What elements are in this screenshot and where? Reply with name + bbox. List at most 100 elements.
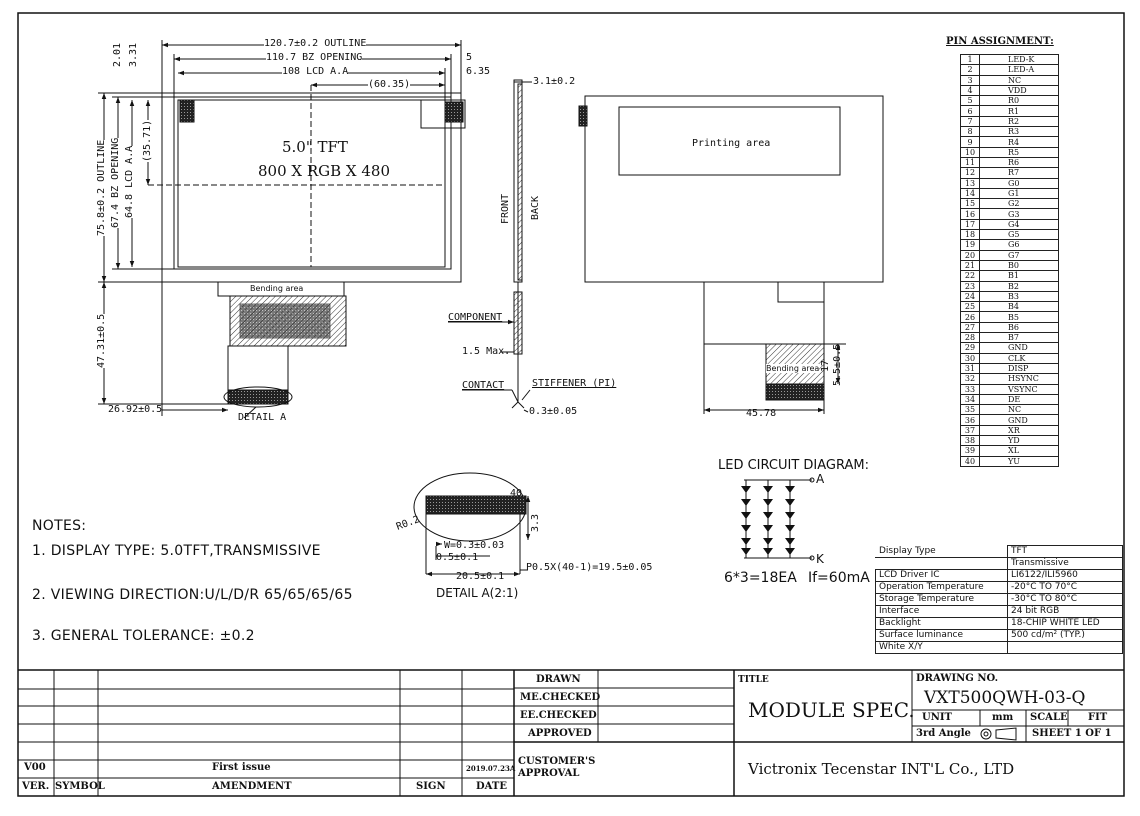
detail-a-view — [413, 472, 531, 577]
pin-signal: HSYNC — [979, 373, 1059, 385]
outline-width-dim: 120.7±0.2 OUTLINE — [264, 38, 367, 49]
unit-value: mm — [992, 712, 1014, 723]
header-sign: SIGN — [416, 781, 446, 792]
pin-signal: G2 — [979, 198, 1059, 210]
pin-signal: XL — [979, 445, 1059, 457]
spec-key: Operation Temperature — [875, 581, 1008, 594]
pin-signal: VSYNC — [979, 383, 1059, 395]
spec-key: Interface — [875, 605, 1008, 618]
pin-signal: R3 — [979, 126, 1059, 138]
approved-label: APPROVED — [528, 728, 592, 739]
display-resolution: 800 X RGB X 480 — [258, 162, 390, 180]
back-label: BACK — [530, 195, 541, 220]
component-label: COMPONENT — [448, 312, 503, 323]
dim-5: 5 — [466, 52, 473, 63]
drawn-label: DRAWN — [536, 674, 581, 685]
detail-a-label: DETAIL A — [238, 412, 287, 423]
pin-number: 3 — [960, 74, 980, 86]
customer-approval-label: CUSTOMER'S APPROVAL — [518, 756, 596, 779]
revision-version: V00 — [24, 762, 46, 773]
pin-number: 34 — [960, 393, 980, 406]
pin-signal: LED-A — [979, 64, 1059, 76]
pin-assignment-title: PIN ASSIGNMENT: — [946, 36, 1054, 47]
pin-signal: GND — [979, 414, 1059, 426]
pin-signal: R4 — [979, 136, 1059, 148]
front-bending-area: Bending area — [250, 284, 304, 293]
pin-signal: YD — [979, 434, 1059, 447]
spec-key: LCD Driver IC — [875, 569, 1008, 582]
pin-width-dim: W=0.3±0.03 — [444, 540, 505, 551]
pin-number: 15 — [960, 198, 980, 210]
pin-signal: NC — [979, 74, 1059, 86]
bz-width-dim: 110.7 BZ OPENING — [266, 52, 363, 63]
thickness-dim: 3.1±0.2 — [533, 76, 576, 87]
pin-signal: YU — [979, 455, 1059, 467]
title-label: TITLE — [738, 675, 769, 685]
pin-number: 25 — [960, 301, 980, 313]
pin-signal: G5 — [979, 229, 1059, 241]
pin-number: 6 — [960, 105, 980, 117]
pin-number: 22 — [960, 270, 980, 282]
dim-6-35: 6.35 — [466, 66, 491, 77]
pin-number: 40 — [960, 455, 980, 467]
spec-row: Transmissive — [875, 557, 1123, 570]
pin-number: 17 — [960, 218, 980, 231]
pin-number: 32 — [960, 373, 980, 385]
pin-number: 14 — [960, 187, 980, 200]
spec-value: LI6122/ILI5960 — [1007, 569, 1123, 582]
pin-number: 23 — [960, 280, 980, 292]
spec-key: Backlight — [875, 617, 1008, 630]
spec-key: Surface luminance — [875, 629, 1008, 642]
spec-value: 500 cd/m² (TYP.) — [1007, 629, 1123, 642]
header-date: DATE — [476, 781, 507, 792]
pin-number: 12 — [960, 167, 980, 179]
pin-signal: LED-K — [979, 53, 1059, 66]
pin-number: 11 — [960, 156, 980, 169]
unit-label: UNIT — [922, 712, 952, 723]
pin-signal: DE — [979, 393, 1059, 406]
pin-number: 28 — [960, 332, 980, 344]
max-label: 1.5 Max. — [462, 346, 511, 357]
pin-number: 16 — [960, 208, 980, 220]
pin-number: 33 — [960, 383, 980, 395]
spec-row: White X/Y — [875, 641, 1123, 654]
back-bending-area: Bending area — [766, 364, 820, 373]
dim-3-31: 3.31 — [128, 42, 139, 67]
lcd-width-dim: 108 LCD A.A — [282, 66, 349, 77]
led-circuit-diagram — [741, 477, 815, 561]
display-size: 5.0" TFT — [282, 138, 348, 156]
revision-date: 2019.07.23A — [466, 764, 516, 773]
offset-height-dim: (35.71) — [142, 119, 153, 162]
stiffener-thickness-dim: 0.3±0.05 — [529, 406, 578, 417]
pin-signal: XR — [979, 424, 1059, 436]
spec-value: -20°C TO 70°C — [1007, 581, 1123, 594]
pin-number: 30 — [960, 352, 980, 364]
sheet-number: SHEET 1 OF 1 — [1032, 728, 1112, 739]
spec-value: -30°C TO 80°C — [1007, 593, 1123, 606]
spec-value: 24 bit RGB — [1007, 605, 1123, 618]
pin-signal: R2 — [979, 115, 1059, 128]
